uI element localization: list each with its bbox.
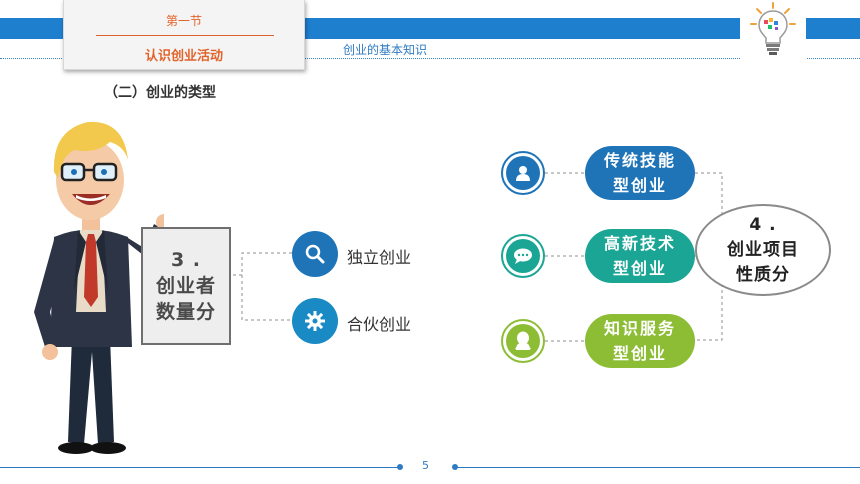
presenter-illustration [34, 121, 164, 454]
item-label-independent: 独立创业 [347, 248, 412, 267]
independent-startup-badge [292, 231, 338, 277]
footer-line-left [0, 467, 402, 468]
gear-icon [305, 311, 325, 331]
type-knowledge-service: 知识服务 型创业 [585, 314, 695, 368]
search-icon [305, 244, 325, 264]
knowledge-service-badge [501, 319, 545, 363]
section-divider [96, 35, 274, 36]
topic-title: 创业的基本知识 [343, 43, 428, 57]
sign-line: 3 . [170, 249, 202, 271]
user-icon [516, 166, 530, 181]
item-label-partnership: 合伙创业 [347, 315, 412, 334]
pill-line: 型创业 [612, 344, 667, 363]
category-oval-project-nature: 4 . 创业项目 性质分 [695, 204, 831, 296]
section-tab: 第一节 认识创业活动 [63, 0, 305, 70]
pill-line: 高新技术 [603, 234, 676, 253]
pill-line: 知识服务 [603, 319, 676, 338]
subheading: （二）创业的类型 [104, 85, 216, 101]
chat-icon [514, 248, 532, 264]
pill-line: 型创业 [612, 259, 667, 278]
high-tech-badge [501, 234, 545, 278]
sign-line: 数量分 [155, 301, 216, 323]
section-number: 第一节 [165, 14, 202, 28]
pill-line: 传统技能 [603, 151, 676, 170]
oval-line: 性质分 [736, 264, 790, 285]
section-title: 认识创业活动 [144, 49, 223, 64]
type-traditional-skill: 传统技能 型创业 [585, 146, 695, 200]
footer-line-right [455, 467, 860, 468]
footer-dot-left [397, 464, 403, 470]
lightbulb-icon [750, 2, 796, 55]
oval-line: 4 . [749, 214, 777, 235]
lightbulb-logo [740, 0, 806, 60]
oval-line: 创业项目 [727, 239, 799, 260]
header-divider [0, 58, 860, 59]
traditional-skill-badge [501, 151, 545, 195]
category-sign-quantity: 3 . 创业者 数量分 [141, 227, 231, 345]
person-icon [515, 331, 531, 350]
page-number: 5 [422, 459, 429, 472]
sign-line: 创业者 [155, 275, 216, 297]
type-high-tech: 高新技术 型创业 [585, 229, 695, 283]
partnership-startup-badge [292, 298, 338, 344]
pill-line: 型创业 [612, 176, 667, 195]
